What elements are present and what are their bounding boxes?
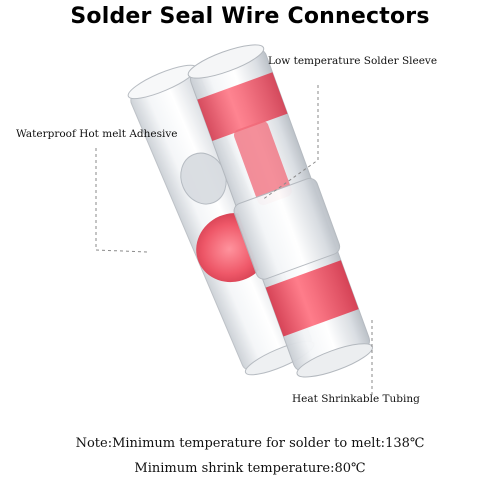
right-connector	[187, 44, 373, 378]
callout-tubing: Heat Shrinkable Tubing	[292, 393, 420, 405]
note-shrink-temperature: Minimum shrink temperature:80℃	[134, 461, 366, 476]
callout-solder-sleeve: Low temperature Solder Sleeve	[268, 55, 438, 67]
note-solder-temperature: Note:Minimum temperature for solder to m…	[75, 436, 425, 451]
callout-adhesive: Waterproof Hot melt Adhesive	[16, 128, 178, 140]
page-title: Solder Seal Wire Connectors	[70, 4, 430, 29]
leader-lines	[95, 85, 373, 395]
